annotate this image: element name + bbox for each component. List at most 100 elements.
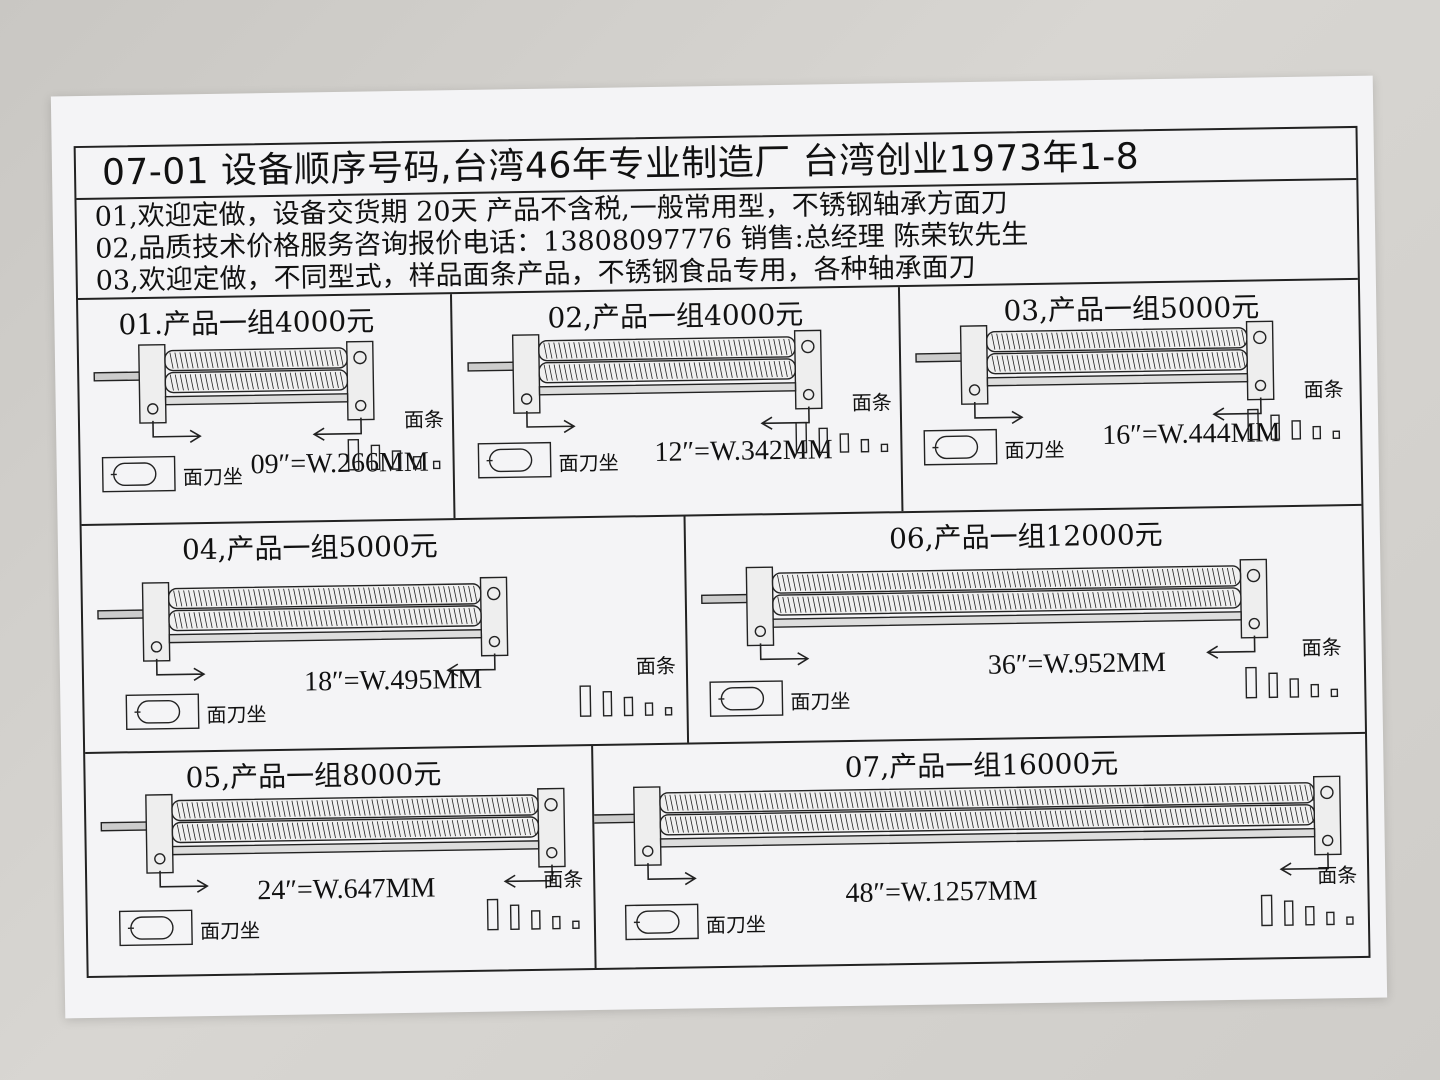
bolt-hole: [1320, 785, 1334, 800]
bolt-hole: [754, 625, 767, 638]
roller-grooves: [777, 567, 1237, 614]
blade-bar: [659, 827, 1316, 848]
cutter-roller-assembly: [915, 320, 1275, 425]
blade-bar: [168, 629, 483, 644]
bolt-hole: [355, 399, 367, 412]
noodle-strip: [1291, 420, 1302, 440]
noodle-strip: [509, 904, 520, 931]
right-dimension-arrow: [446, 653, 496, 677]
noodle-strip: [623, 696, 634, 717]
right-end-plate: [1239, 558, 1269, 639]
blade-bar: [986, 372, 1249, 387]
blade-seat-label: 面刀坐: [183, 465, 243, 489]
upper-roller: [538, 336, 796, 362]
noodle-label: 面条: [852, 391, 892, 415]
bolt-hole: [154, 853, 166, 865]
noodle-strip: [1346, 916, 1354, 925]
noodle-strip: [1270, 414, 1281, 441]
roller-grooves: [176, 796, 536, 841]
noodle-strip: [795, 421, 808, 454]
blade-seat-outline: [633, 910, 680, 934]
lower-roller: [986, 349, 1248, 375]
noodle-strip: [579, 685, 592, 717]
left-end-plate: [145, 793, 174, 874]
noodle-label: 面条: [543, 868, 583, 892]
bolt-hole: [150, 641, 163, 653]
blade-bar: [171, 840, 540, 856]
noodle-strip: [1332, 430, 1341, 440]
left-end-plate: [633, 786, 662, 867]
shaft: [100, 821, 153, 832]
bolt-hole: [1254, 379, 1267, 392]
bolt-hole: [147, 403, 159, 415]
noodle-strip: [839, 433, 850, 453]
left-end-plate: [959, 325, 989, 405]
blade-seat-label: 面刀坐: [200, 919, 260, 943]
noodle-strip: [552, 915, 561, 930]
left-dimension-arrow: [759, 643, 810, 666]
noodle-label: 面条: [1301, 636, 1341, 660]
cutter-drawing: 48″=W.1257MM 面刀坐 面条: [593, 775, 1357, 941]
noodle-label: 面条: [1317, 864, 1357, 888]
blade-seat-label: 面刀坐: [706, 913, 766, 937]
upper-roller: [986, 327, 1248, 353]
right-dimension-arrow: [760, 406, 810, 430]
shaft: [467, 361, 519, 372]
shaft: [915, 352, 967, 363]
blade-seat-icon: [923, 428, 998, 466]
left-end-plate: [511, 334, 541, 414]
noodle-strip: [602, 690, 613, 717]
noodle-strip: [1260, 894, 1273, 927]
width-label: 48″=W.1257MM: [845, 875, 1038, 909]
blade-seat-label: 面刀坐: [558, 452, 618, 476]
cutter-drawing: 24″=W.647MM 面刀坐 面条: [100, 787, 583, 947]
noodle-strip: [391, 450, 402, 470]
noodle-strip: [1247, 408, 1260, 441]
left-dimension-arrow: [973, 401, 1024, 425]
blade-seat-label: 面刀坐: [790, 690, 850, 714]
noodle-strip: [818, 427, 829, 454]
shaft: [593, 813, 641, 824]
bolt-hole: [353, 350, 367, 365]
cutter-roller-assembly: [97, 576, 509, 681]
blade-seat-icon: [709, 680, 784, 717]
noodle-strip: [1305, 905, 1315, 926]
noodle-strip: [664, 707, 673, 716]
width-label: 24″=W.647MM: [257, 872, 436, 906]
blade-bar: [164, 393, 349, 406]
noodle-strip: [880, 443, 889, 453]
left-dimension-arrow: [647, 863, 697, 886]
right-end-plate: [1245, 320, 1275, 401]
blade-seat-frame: [624, 903, 699, 941]
width-label: 18″=W.495MM: [304, 664, 483, 698]
right-dimension-arrow: [503, 864, 554, 888]
noodle-strip: [1326, 911, 1335, 926]
blade-seat-outline: [932, 435, 979, 460]
noodle-strip-samples: [795, 421, 889, 454]
blade-seat-frame: [101, 455, 176, 493]
blade-seat-outline: [127, 916, 174, 940]
upper-roller: [168, 583, 482, 610]
blade-bar: [772, 611, 1242, 628]
right-end-plate: [537, 787, 566, 868]
roller-grooves: [173, 585, 478, 629]
noodle-strip: [860, 438, 870, 453]
right-dimension-arrow: [1206, 635, 1256, 659]
roller-grooves: [991, 329, 1246, 372]
noodle-strip: [1245, 666, 1258, 699]
blade-bar: [538, 382, 797, 396]
noodle-label: 面条: [636, 655, 676, 679]
blade-seat-icon: [101, 455, 176, 493]
width-label: 09″=W.266MM: [250, 447, 429, 481]
noodle-strip-samples: [1247, 408, 1341, 441]
left-dimension-arrow: [152, 420, 202, 443]
upper-roller: [771, 565, 1242, 594]
blade-seat-icon: [125, 693, 200, 731]
